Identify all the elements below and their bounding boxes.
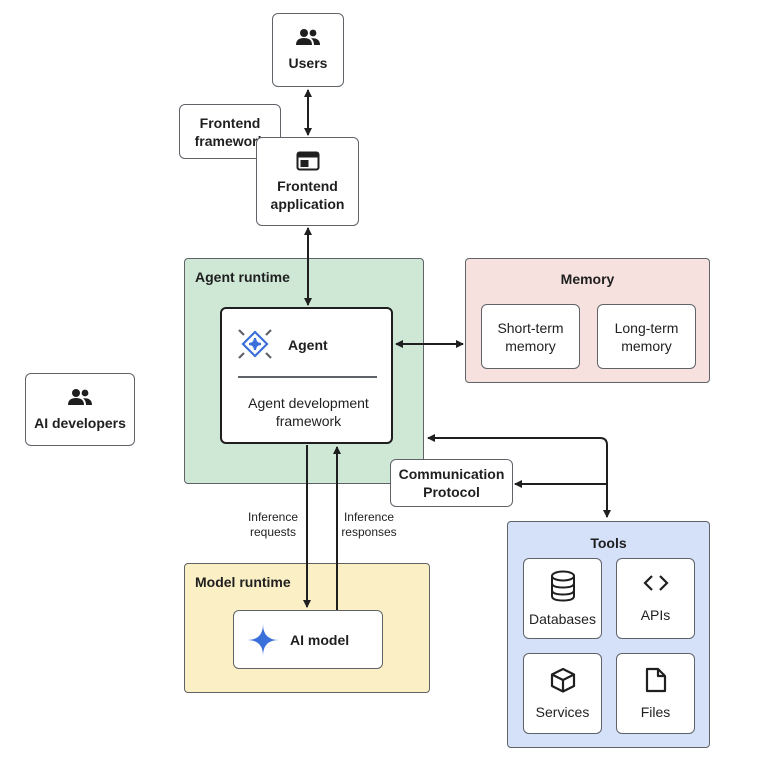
- frontend-application-label: Frontend application: [270, 177, 345, 212]
- short-term-memory-label: Short-term memory: [497, 319, 564, 354]
- code-brackets-icon: [642, 574, 669, 591]
- short-term-memory-node: Short-term memory: [481, 304, 580, 369]
- agent-label: Agent: [288, 337, 328, 353]
- long-term-memory-label: Long-term memory: [614, 319, 679, 354]
- services-node: Services: [523, 653, 602, 734]
- communication-protocol-label: Communication Protocol: [398, 466, 505, 500]
- developers-icon: [68, 388, 92, 405]
- agent-runtime-title: Agent runtime: [195, 269, 290, 285]
- gemini-star-icon: [247, 624, 279, 656]
- ai-model-label: AI model: [290, 632, 350, 648]
- inference-responses-label: Inference responses: [341, 510, 397, 539]
- edge-agent-tools: [427, 434, 611, 518]
- databases-node: Databases: [523, 558, 602, 639]
- ai-model-node: AI model: [233, 610, 383, 669]
- files-label: Files: [640, 703, 671, 720]
- agent-dev-framework-label: Agent development framework: [248, 395, 369, 429]
- users-icon: [296, 29, 320, 45]
- apis-label: APIs: [640, 606, 671, 623]
- ai-developers-node: AI developers: [25, 373, 135, 446]
- frontend-application-node: Frontend application: [256, 137, 359, 226]
- long-term-memory-node: Long-term memory: [597, 304, 696, 369]
- memory-title: Memory: [560, 271, 615, 287]
- tools-title: Tools: [590, 535, 627, 551]
- ai-developers-label: AI developers: [34, 414, 126, 431]
- browser-window-icon: [296, 151, 319, 170]
- agent-divider: [238, 376, 377, 378]
- frontend-framework-node: Frontend framework: [179, 104, 281, 159]
- communication-protocol-node: Communication Protocol: [390, 459, 513, 507]
- inference-requests-label: Inference requests: [247, 510, 299, 539]
- model-runtime-title: Model runtime: [195, 574, 291, 590]
- frontend-framework-label: Frontend framework: [194, 114, 266, 149]
- files-node: Files: [616, 653, 695, 734]
- cube-icon: [550, 667, 575, 693]
- databases-label: Databases: [529, 610, 596, 627]
- apis-node: APIs: [616, 558, 695, 639]
- users-label: Users: [288, 55, 328, 71]
- file-icon: [645, 667, 666, 692]
- services-label: Services: [535, 703, 590, 720]
- agent-node: Agent Agent development framework: [220, 307, 393, 444]
- agent-icon: [238, 329, 272, 359]
- database-icon: [550, 570, 575, 602]
- users-node: Users: [272, 13, 344, 87]
